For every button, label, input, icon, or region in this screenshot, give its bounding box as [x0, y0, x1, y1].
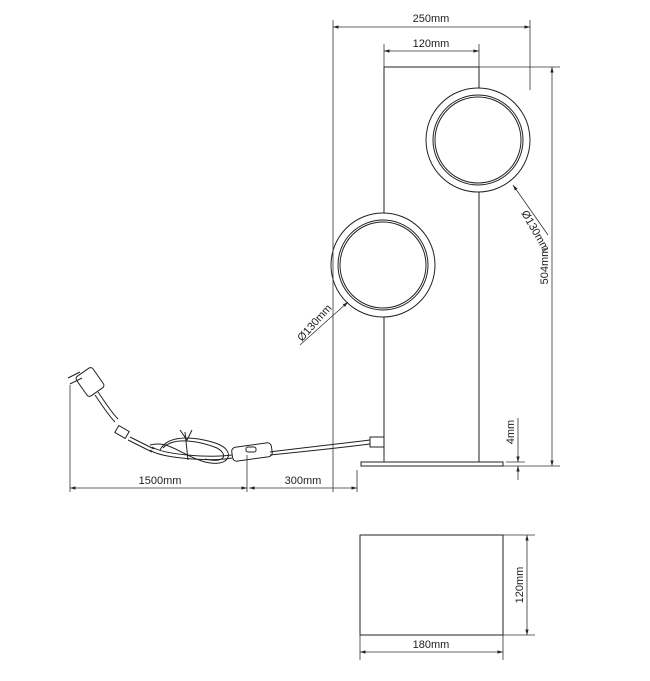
base-thickness-label: 4mm: [505, 420, 517, 444]
cable-length-2-label: 300mm: [285, 475, 322, 487]
base-depth-label: 120mm: [514, 567, 526, 604]
upper-ring: [425, 87, 531, 193]
cable-length-1-label: 1500mm: [139, 475, 182, 487]
lower-ring: [330, 212, 436, 318]
column-width-label: 120mm: [413, 38, 450, 50]
base-plate: [360, 461, 504, 467]
cable-socket: [369, 436, 385, 448]
lower-ring-diameter-label: Ø130mm: [295, 302, 334, 344]
base-width-label: 180mm: [413, 639, 450, 651]
total-width-label: 250mm: [413, 13, 450, 25]
upper-ring-diameter-label: Ø130mm: [518, 209, 551, 254]
base-top-view: [359, 534, 504, 636]
dimension-lines: [69, 20, 560, 660]
power-cable: [67, 367, 371, 464]
lamp-column: [383, 66, 480, 462]
height-label: 504mm: [539, 248, 551, 285]
